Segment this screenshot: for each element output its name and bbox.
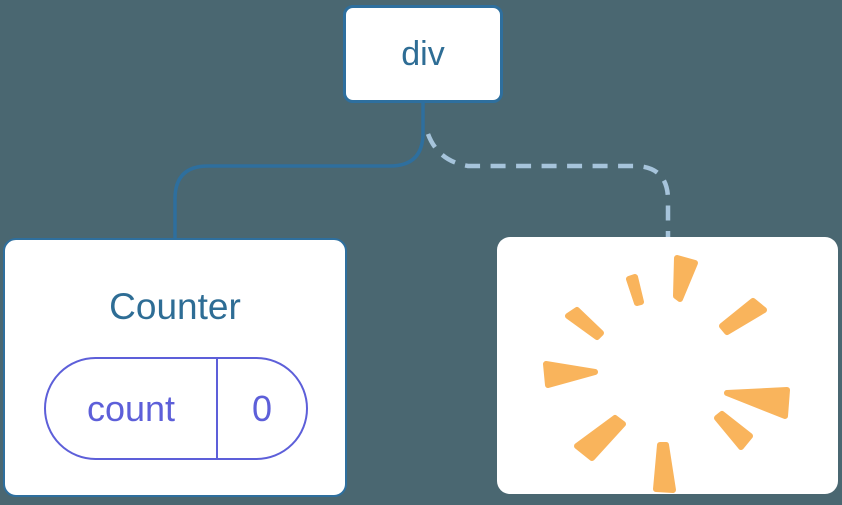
- edge-solid-root-to-counter: [173, 103, 425, 239]
- state-value: 0: [251, 387, 273, 429]
- tree-node-counter: Counter count 0: [3, 238, 347, 497]
- poof-ray-top-left-small: [626, 274, 644, 306]
- poof-ray-right: [724, 387, 790, 419]
- poof-ray-bottom: [653, 442, 676, 493]
- poof-ray-lower-left: [574, 415, 626, 461]
- poof-ray-left: [543, 361, 598, 388]
- state-key: count: [46, 359, 218, 458]
- counter-title: Counter: [109, 286, 241, 327]
- poof-ray-lower-right: [714, 411, 753, 450]
- poof-ray-upper-right: [719, 298, 767, 335]
- tree-node-removed: [497, 237, 838, 494]
- div-node-label: div: [401, 34, 445, 73]
- poof-starburst-icon: [543, 255, 790, 493]
- edge-dashed-root-to-removed: [425, 133, 671, 238]
- state-pill: count 0: [44, 357, 308, 460]
- tree-node-div: div: [343, 5, 503, 103]
- poof-ray-upper-left: [565, 307, 604, 340]
- poof-ray-top: [673, 255, 698, 302]
